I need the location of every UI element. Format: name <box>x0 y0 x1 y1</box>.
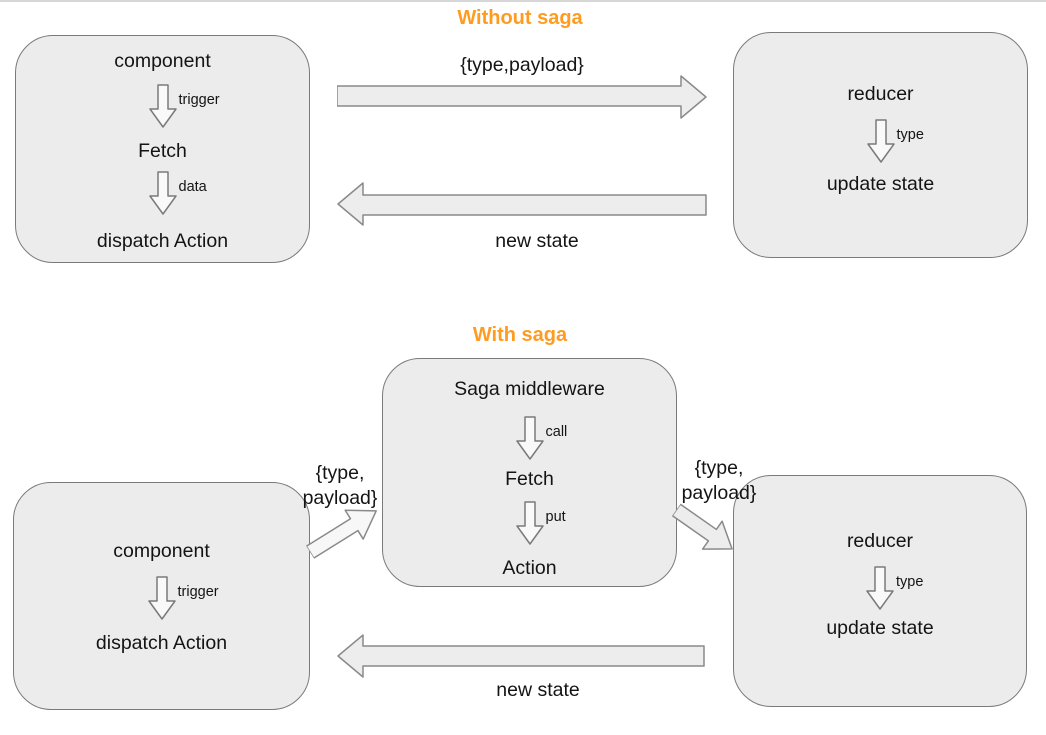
saga-middleware-label: Saga middleware <box>454 378 605 400</box>
update-state-label: update state <box>826 173 935 195</box>
put-arrow-label: put <box>545 509 566 525</box>
down-arrow-icon: trigger <box>147 576 219 620</box>
without-saga-title: Without saga <box>457 7 583 29</box>
new-state-label: new state <box>495 230 579 252</box>
update-state-label: update state <box>826 617 934 639</box>
down-arrow-icon: put <box>515 501 566 545</box>
fetch-label: Fetch <box>138 140 187 162</box>
call-arrow-label: call <box>545 424 568 440</box>
down-arrow-icon: type <box>865 566 923 610</box>
reducer-label: reducer <box>846 530 914 552</box>
without-saga-reducer-box: reducer type update state <box>733 32 1028 258</box>
type-payload-label: {type,payload} <box>460 54 584 76</box>
label-line: {type, <box>315 462 365 484</box>
new-state-label: new state <box>496 679 580 701</box>
reducer-label: reducer <box>847 83 914 105</box>
type-arrow-label: type <box>896 574 924 590</box>
component-label: component <box>114 50 211 72</box>
right-block-arrow-icon <box>337 75 707 119</box>
with-saga-title: With saga <box>472 324 568 346</box>
down-arrow-icon: type <box>866 119 924 163</box>
top-edge-line <box>0 0 1046 2</box>
type-payload-label: {type, payload} <box>240 461 440 511</box>
with-saga-reducer-box: reducer type update state <box>733 475 1027 707</box>
up-right-block-arrow-icon <box>305 509 377 559</box>
data-arrow-label: data <box>178 179 207 195</box>
trigger-arrow-label: trigger <box>178 92 220 108</box>
saga-middleware-box: Saga middleware call Fetch put Action <box>382 358 677 587</box>
label-line: payload} <box>681 482 757 504</box>
label-line: {type, <box>694 457 744 479</box>
down-right-block-arrow-icon <box>671 503 733 550</box>
trigger-arrow-label: trigger <box>177 584 219 600</box>
down-arrow-icon: data <box>148 171 207 215</box>
action-label: Action <box>502 557 557 579</box>
dispatch-action-label: dispatch Action <box>95 632 228 654</box>
component-label: component <box>113 540 210 562</box>
label-line: payload} <box>302 487 378 509</box>
type-payload-label: {type, payload} <box>619 456 819 506</box>
dispatch-action-label: dispatch Action <box>96 230 229 252</box>
with-saga-component-box: component trigger dispatch Action <box>13 482 310 710</box>
down-arrow-icon: call <box>515 416 567 460</box>
type-arrow-label: type <box>896 127 924 143</box>
left-block-arrow-icon <box>337 182 707 226</box>
down-arrow-icon: trigger <box>148 84 220 128</box>
without-saga-component-box: component trigger Fetch data dispatch Ac… <box>15 35 310 263</box>
fetch-label: Fetch <box>505 468 554 490</box>
left-block-arrow-icon <box>337 634 705 678</box>
